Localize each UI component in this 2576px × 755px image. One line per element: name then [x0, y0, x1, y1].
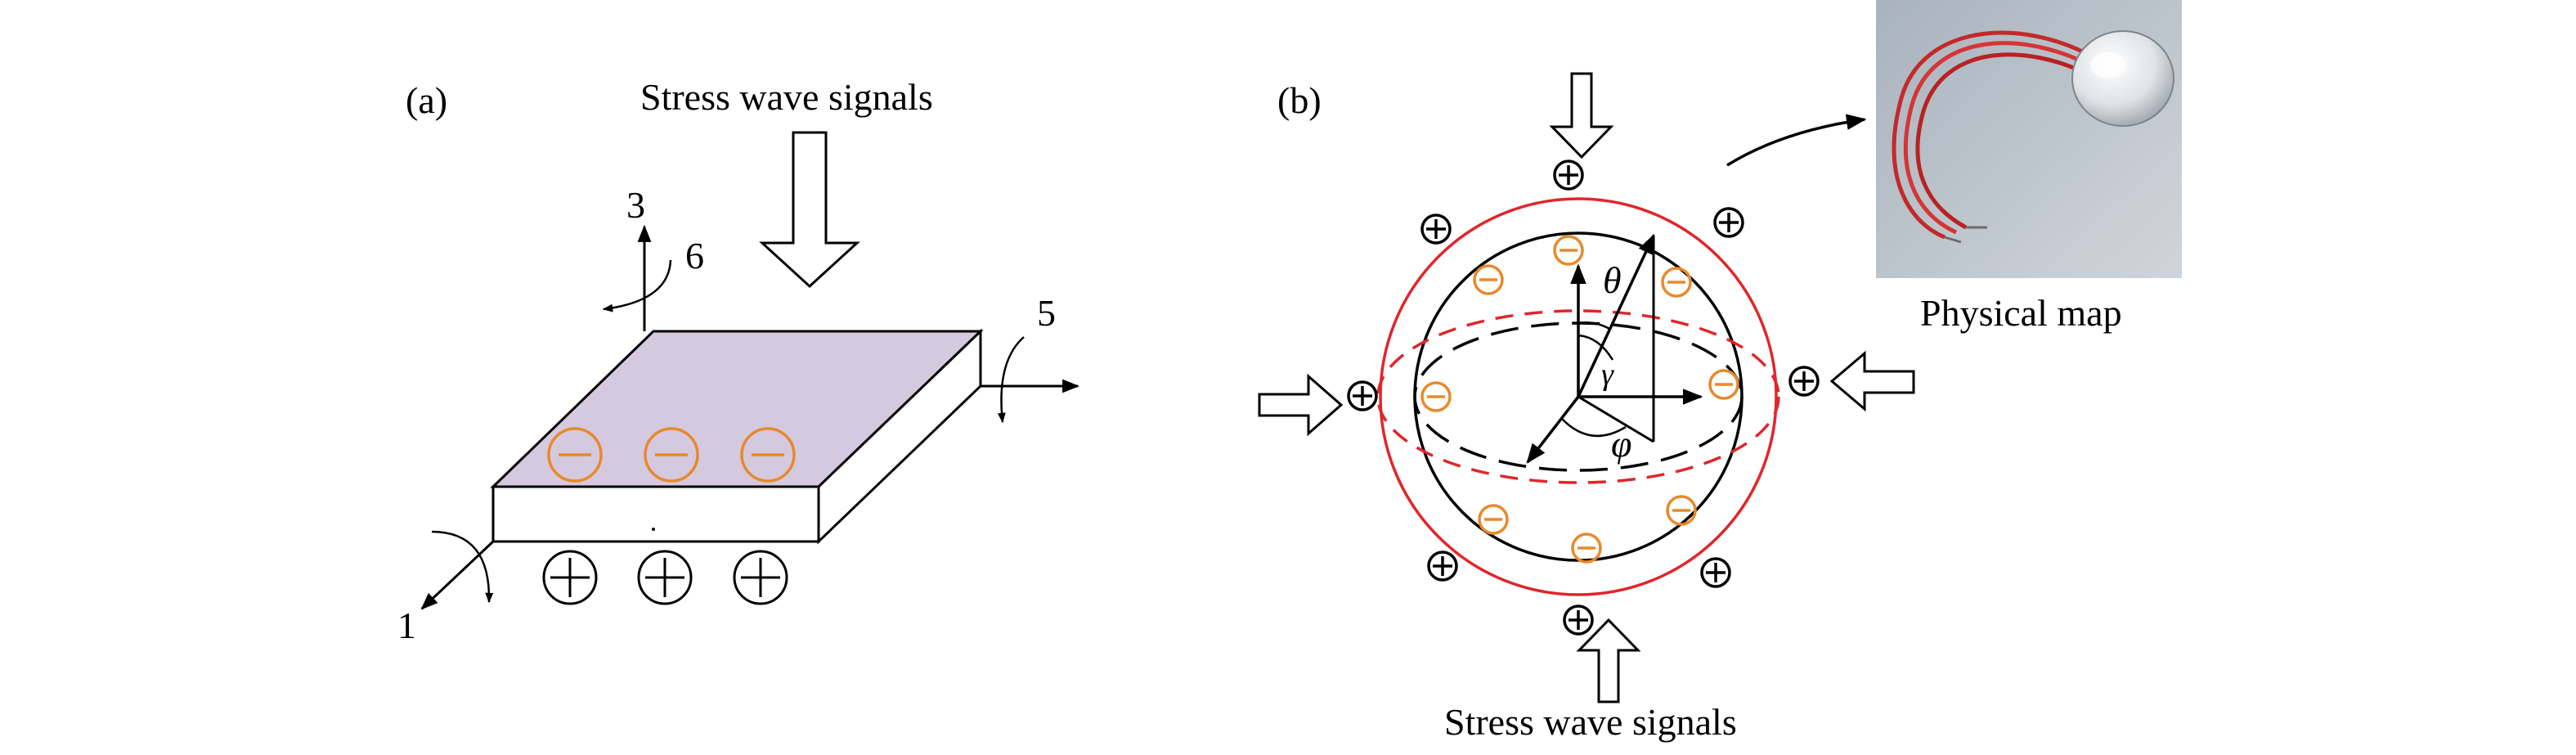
- minus-charge-icon: [740, 427, 796, 483]
- plate-front-face: [491, 485, 820, 543]
- angle-phi-label: φ: [1611, 423, 1631, 465]
- projection-base: [1577, 395, 1654, 443]
- axis-1-arrow: [420, 540, 495, 610]
- plus-charge-icon: [1420, 213, 1452, 245]
- angle-theta-label: θ: [1603, 259, 1622, 301]
- arrow-down-icon: [1549, 72, 1614, 160]
- rotation-5-arrow: [997, 336, 1025, 424]
- minus-charge-icon: [547, 427, 603, 483]
- panel-a-label: (a): [406, 79, 447, 121]
- panel-b-label: (b): [1277, 79, 1322, 121]
- minus-charge-icon: [1473, 264, 1504, 295]
- axis-3-label: 3: [626, 184, 645, 226]
- arrow-left-icon: [1829, 350, 1915, 412]
- minus-charge-icon: [1420, 381, 1452, 412]
- plate-center-dot: [652, 528, 655, 531]
- radius-vector: [1577, 233, 1655, 398]
- minus-charge-icon: [1661, 267, 1692, 298]
- arrow-up-icon: [1576, 618, 1641, 703]
- rotation-1-arrow: [431, 530, 494, 604]
- angle-gamma-label: γ: [1601, 357, 1614, 392]
- plus-charge-icon: [1553, 160, 1584, 191]
- axis-1-label: 1: [397, 604, 416, 646]
- minus-charge-icon: [1571, 533, 1602, 564]
- rotation-6-arrow: [602, 259, 672, 312]
- minus-charge-icon: [644, 427, 699, 483]
- minus-charge-icon: [1708, 369, 1739, 400]
- plus-charge-icon: [1788, 366, 1820, 397]
- axis-5-label: 5: [1037, 292, 1056, 334]
- panel-a-title: Stress wave signals: [640, 76, 933, 118]
- plus-charge-icon: [1713, 207, 1744, 238]
- minus-charge-icon: [1666, 495, 1697, 526]
- plus-charge-icon: [1563, 604, 1594, 636]
- panel-b: (b) θ γ φ: [1258, 0, 2182, 743]
- arrow-right-icon: [1258, 373, 1344, 437]
- photo-caption: Physical map: [1920, 292, 2122, 334]
- photo-pointer-arrow: [1726, 114, 1867, 167]
- theta-arc: [1577, 321, 1610, 330]
- plus-charge-icon: [1427, 551, 1458, 582]
- plus-charge-icon: [733, 550, 788, 605]
- plus-charge-icon: [637, 550, 693, 605]
- plus-charge-icon: [1347, 380, 1378, 411]
- plus-charge-icon: [542, 550, 598, 605]
- minus-charge-icon: [1478, 504, 1509, 535]
- phi-arc: [1561, 418, 1627, 438]
- plus-charge-icon: [1700, 557, 1731, 588]
- sensor-photo: [1876, 0, 2182, 278]
- equator-dashed-red: [1376, 309, 1780, 484]
- axis-6-label: 6: [685, 235, 704, 276]
- y-axis-arrow: [1526, 395, 1580, 464]
- panel-b-bottom-title: Stress wave signals: [1444, 701, 1737, 743]
- gamma-arc: [1577, 334, 1614, 361]
- minus-charge-icon: [1553, 235, 1584, 266]
- arrow-down-icon: [759, 131, 860, 289]
- deformed-boundary: [1379, 197, 1778, 596]
- panel-a: (a) Stress wave signals: [397, 76, 1080, 646]
